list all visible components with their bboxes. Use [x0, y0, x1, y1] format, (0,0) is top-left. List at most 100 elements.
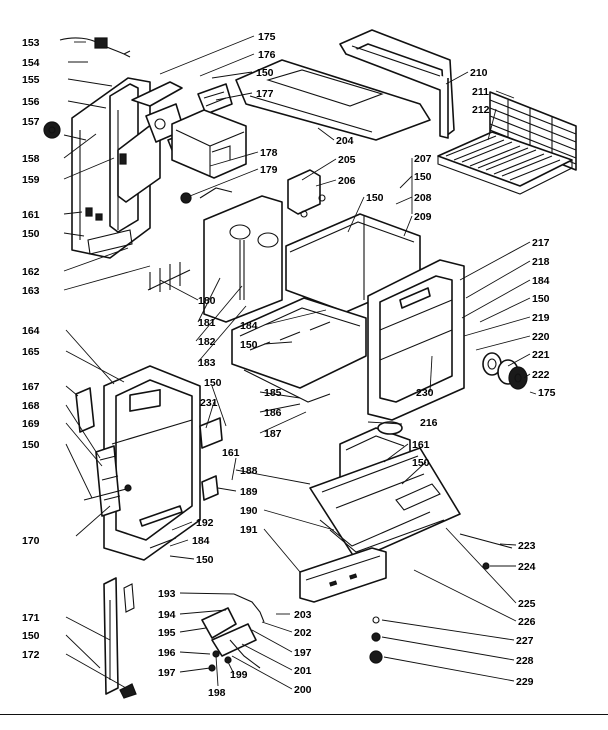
callout-196: 196 [158, 647, 176, 659]
callout-190: 190 [240, 505, 258, 517]
callout-181: 181 [198, 317, 216, 329]
top-cover-part [339, 29, 455, 139]
callout-163: 163 [22, 285, 40, 297]
small-plate-part [199, 417, 223, 501]
callout-150: 150 [412, 457, 430, 469]
callout-154: 154 [22, 57, 40, 69]
door-strip-part [139, 505, 183, 549]
center-bracket-part [287, 169, 326, 218]
callout-150: 150 [204, 377, 222, 389]
callout-200: 200 [294, 684, 312, 696]
callout-165: 165 [22, 346, 40, 358]
callout-206: 206 [338, 175, 356, 187]
callout-150: 150 [414, 171, 432, 183]
oven-top-frame-part [235, 59, 431, 141]
callout-193: 193 [158, 588, 176, 600]
leveling-feet-part [369, 616, 383, 664]
callout-150: 150 [22, 630, 40, 642]
callout-167: 167 [22, 381, 40, 393]
callout-180: 180 [198, 295, 216, 307]
control-knobs-part [482, 352, 528, 390]
leader-lines [63, 35, 537, 690]
callout-188: 188 [240, 465, 258, 477]
callout-186: 186 [264, 407, 282, 419]
callout-184: 184 [192, 535, 210, 547]
callout-197: 197 [294, 647, 312, 659]
callout-184: 184 [532, 275, 550, 287]
callout-219: 219 [532, 312, 550, 324]
callout-150: 150 [196, 554, 214, 566]
callout-216: 216 [420, 417, 438, 429]
callout-171: 171 [22, 612, 40, 624]
callout-150: 150 [22, 228, 40, 240]
callout-177: 177 [256, 88, 274, 100]
callout-157: 157 [22, 116, 40, 128]
callout-158: 158 [22, 153, 40, 165]
callout-208: 208 [414, 192, 432, 204]
callout-222: 222 [532, 369, 550, 381]
callout-221: 221 [532, 349, 550, 361]
oven-bottom-part [231, 297, 367, 403]
callout-231: 231 [200, 397, 218, 409]
callout-203: 203 [294, 609, 312, 621]
callout-224: 224 [518, 561, 536, 573]
callout-201: 201 [294, 665, 312, 677]
callout-153: 153 [22, 37, 40, 49]
callout-191: 191 [240, 524, 258, 536]
callout-183: 183 [198, 357, 216, 369]
callout-229: 229 [516, 676, 534, 688]
front-frame-part [367, 259, 465, 421]
callout-164: 164 [22, 325, 40, 337]
callout-209: 209 [414, 211, 432, 223]
callout-185: 185 [264, 387, 282, 399]
callout-211: 211 [472, 86, 489, 98]
callout-161: 161 [22, 209, 40, 221]
side-rail-part [103, 577, 137, 699]
drawer-base-part [309, 447, 461, 561]
callout-150: 150 [240, 339, 258, 351]
callout-220: 220 [532, 331, 550, 343]
knob-part [43, 121, 61, 139]
callout-223: 223 [518, 540, 536, 552]
callout-226: 226 [518, 616, 536, 628]
callout-192: 192 [196, 517, 214, 529]
callout-197: 197 [158, 667, 176, 679]
callout-207: 207 [414, 153, 432, 165]
callout-170: 170 [22, 535, 40, 547]
callout-230: 230 [416, 387, 434, 399]
callout-228: 228 [516, 655, 534, 667]
callout-195: 195 [158, 627, 176, 639]
kick-plate-part [299, 547, 387, 603]
callout-162: 162 [22, 266, 40, 278]
callout-227: 227 [516, 635, 534, 647]
callout-198: 198 [208, 687, 226, 699]
callout-155: 155 [22, 74, 40, 86]
callout-156: 156 [22, 96, 40, 108]
callout-159: 159 [22, 174, 40, 186]
callout-150: 150 [256, 67, 274, 79]
callout-205: 205 [338, 154, 356, 166]
callout-labels: 153 154 155 156 157 158 159 161 150 162 … [22, 31, 556, 699]
callout-161: 161 [412, 439, 430, 451]
callout-168: 168 [22, 400, 40, 412]
oven-rack-part [489, 91, 577, 171]
callout-175: 175 [538, 387, 556, 399]
door-outer-panel-part [103, 365, 201, 561]
callout-184: 184 [240, 320, 258, 332]
callout-150: 150 [22, 439, 40, 451]
power-cord-part [59, 37, 131, 58]
burner-part [171, 109, 247, 204]
rod-part [459, 533, 513, 570]
callout-178: 178 [260, 147, 278, 159]
callout-169: 169 [22, 418, 40, 430]
callout-150: 150 [532, 293, 550, 305]
callout-218: 218 [532, 256, 550, 268]
callout-175: 175 [258, 31, 276, 43]
callout-187: 187 [264, 428, 282, 440]
callout-204: 204 [336, 135, 354, 147]
callout-161: 161 [222, 447, 240, 459]
callout-194: 194 [158, 609, 176, 621]
callout-179: 179 [260, 164, 278, 176]
valve-assembly-part [201, 593, 265, 672]
